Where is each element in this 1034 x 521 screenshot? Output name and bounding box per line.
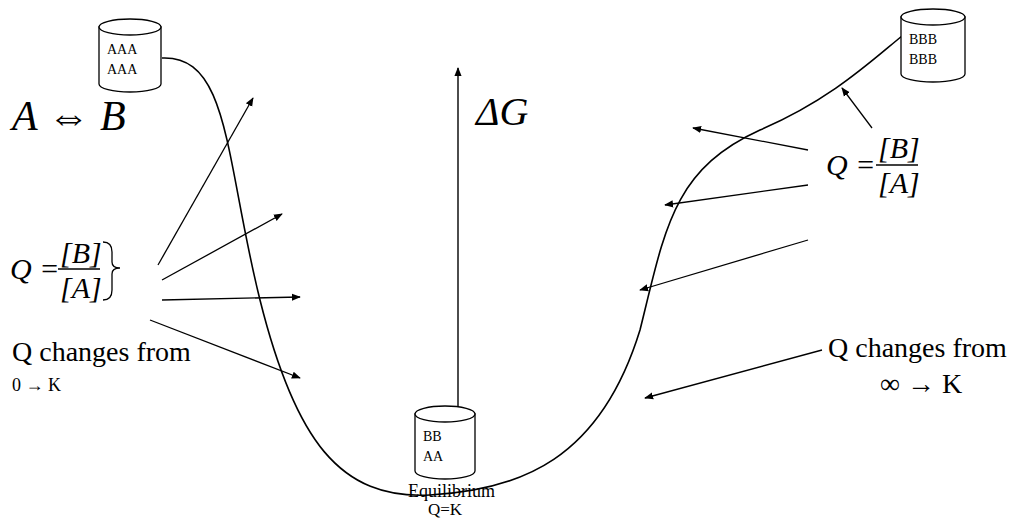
storage-cylinder: BBB BBB (900, 8, 966, 83)
reaction-equation: A ⇔ B (12, 95, 126, 137)
fraction-denominator: [A] (878, 168, 920, 198)
fraction-bar (58, 268, 100, 269)
change-note: Q changes from (12, 338, 191, 366)
storage-cylinder: BB AA (414, 405, 476, 480)
cylinder-content: BB AA (423, 427, 443, 468)
storage-cylinder: AAA AAA (98, 18, 162, 93)
delta-g-label: ΔG (476, 92, 528, 132)
change-range: 0 → K (12, 376, 61, 394)
change-note: Q changes from (828, 334, 1007, 362)
fraction-numerator: [B] (60, 238, 102, 268)
change-range: ∞ → K (880, 370, 962, 398)
cylinder-content: BBB BBB (909, 30, 937, 71)
quotient-symbol: Q = (826, 150, 875, 180)
fraction-denominator: [A] (60, 273, 102, 303)
approach-arrows (150, 88, 872, 398)
equilibrium-label: Equilibrium (408, 482, 495, 500)
free-energy-curve (162, 36, 902, 495)
fraction-bar (876, 164, 918, 165)
quotient-symbol: Q = (10, 254, 59, 284)
equilibrium-condition: Q=K (428, 501, 462, 518)
cylinder-content: AAA AAA (107, 40, 137, 81)
fraction-numerator: [B] (878, 133, 920, 163)
curly-bracket (103, 242, 120, 300)
